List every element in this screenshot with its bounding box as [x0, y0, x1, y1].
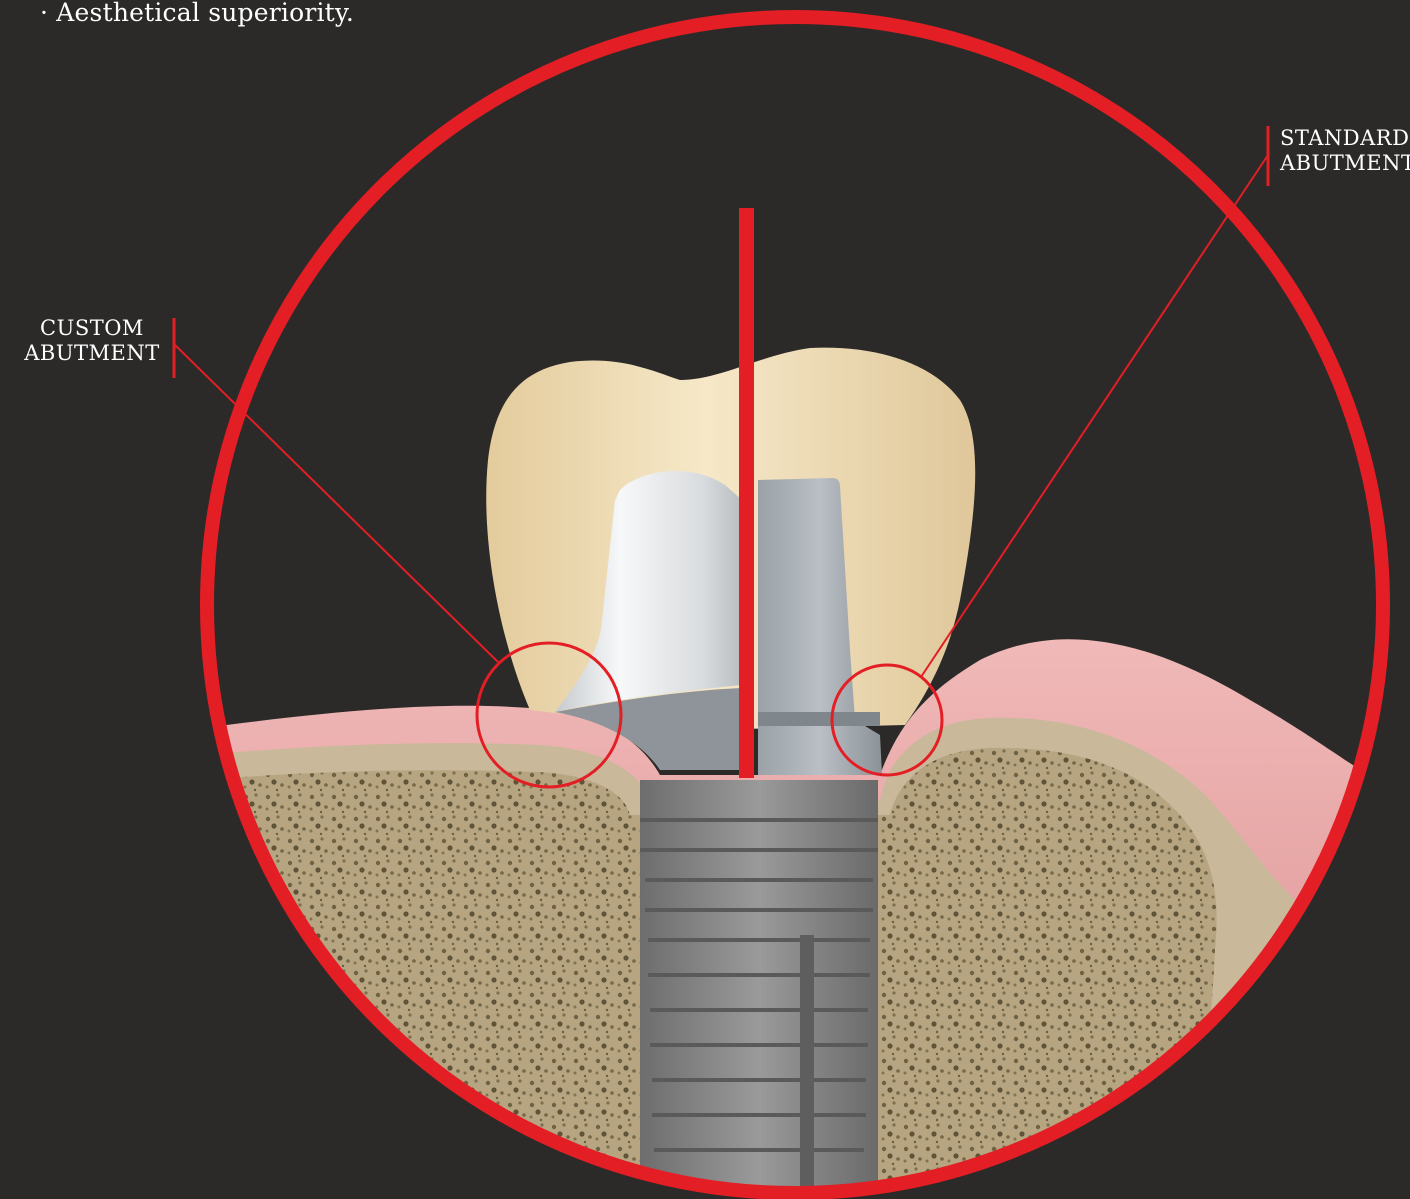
- custom-abutment-label-line1: CUSTOM: [22, 316, 162, 341]
- standard-abutment-label-line1: STANDARD: [1280, 126, 1410, 151]
- implant-fixture: [640, 780, 878, 1199]
- standard-abutment-label: STANDARD ABUTMENT: [1280, 126, 1410, 176]
- custom-abutment-label-line2: ABUTMENT: [22, 341, 162, 366]
- standard-leader-line: [921, 155, 1268, 677]
- center-divider: [739, 208, 754, 778]
- anatomy-group: [150, 348, 1410, 1199]
- custom-abutment-label: CUSTOM ABUTMENT: [22, 316, 162, 366]
- custom-leader-line: [175, 345, 498, 662]
- standard-abutment-label-line2: ABUTMENT: [1280, 151, 1410, 176]
